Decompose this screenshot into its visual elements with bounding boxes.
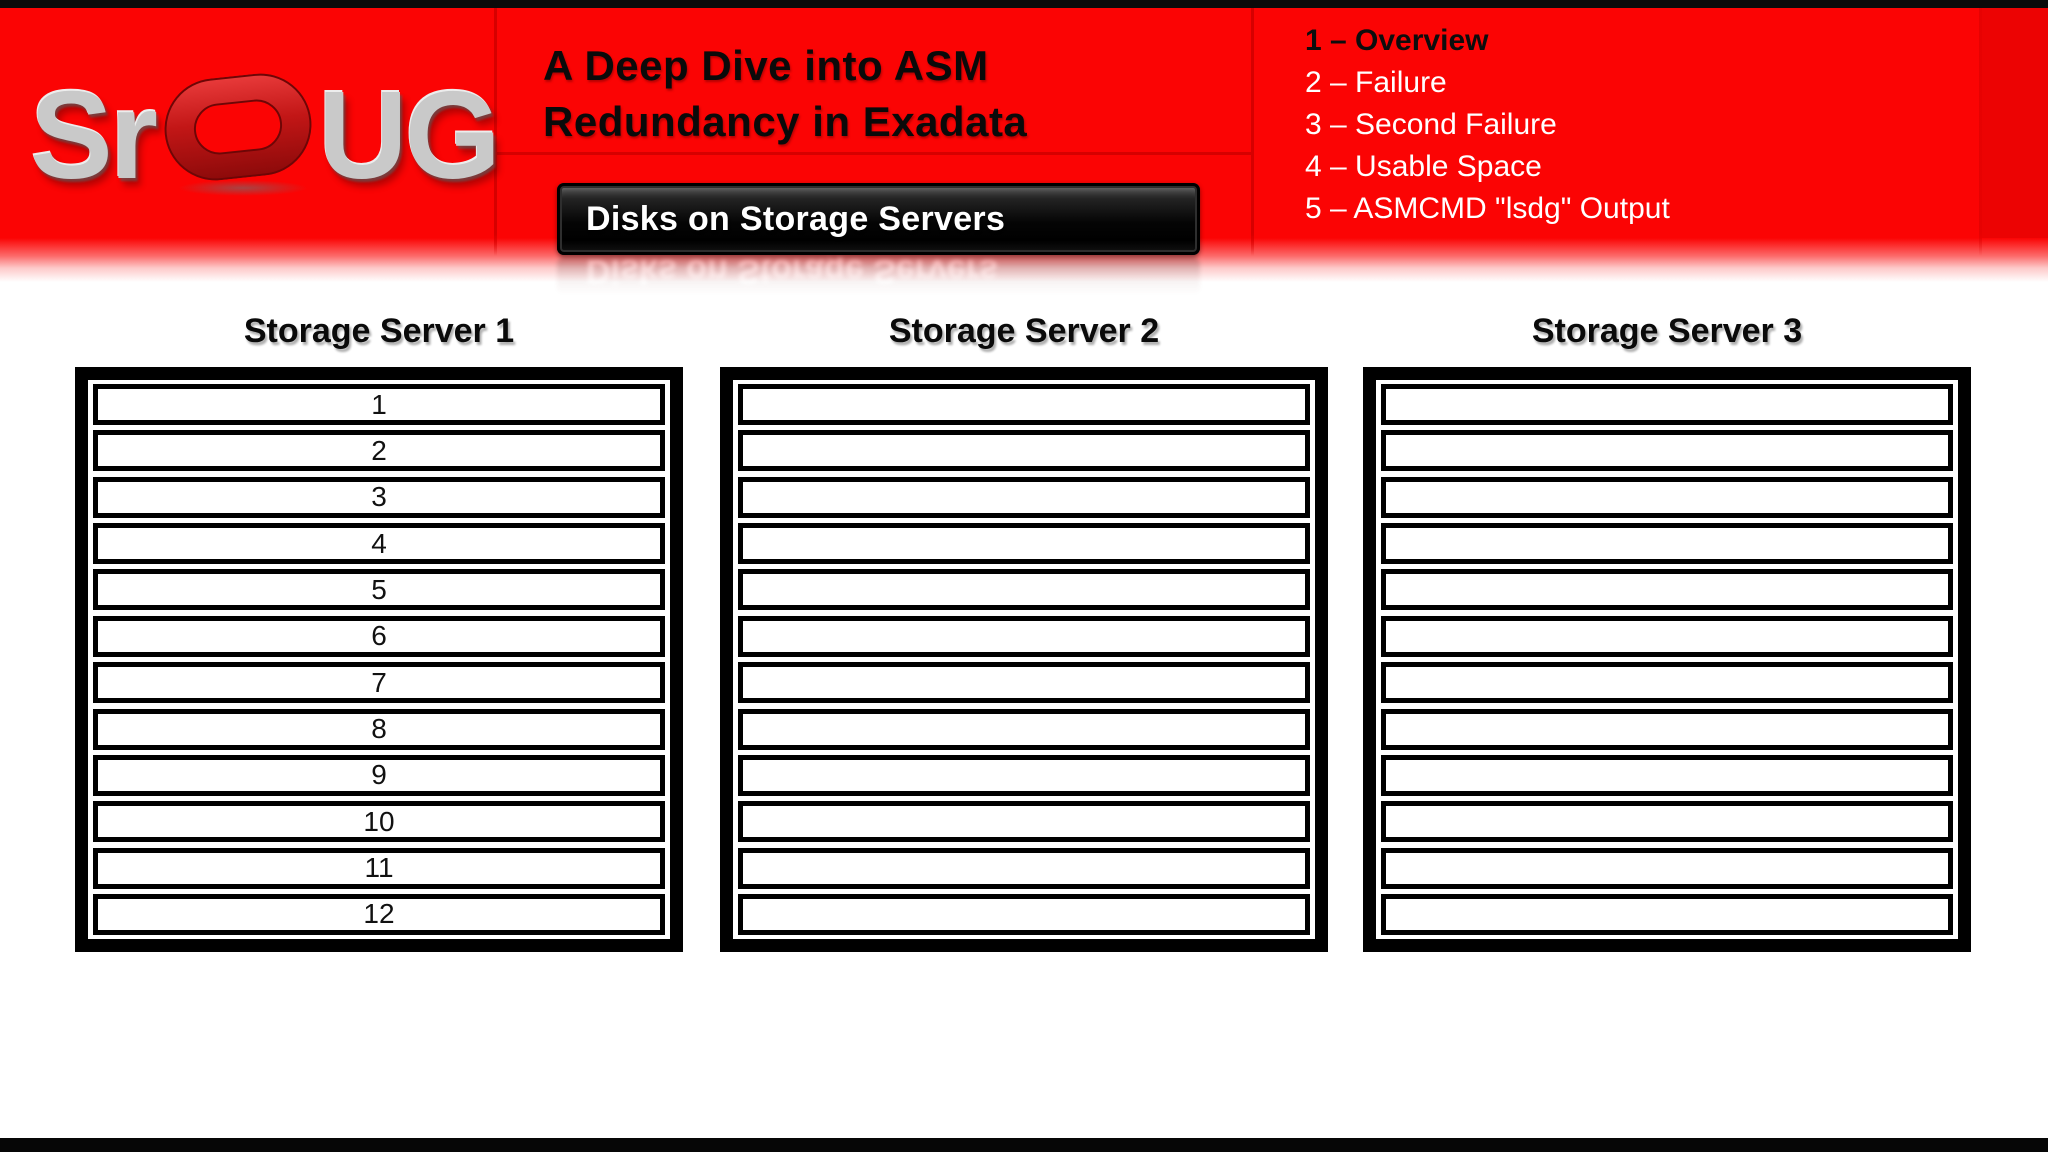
bottom-border-bar: [0, 1138, 2048, 1152]
disk-slot: [738, 708, 1310, 750]
menu-item-second-failure[interactable]: 3 – Second Failure: [1305, 108, 1557, 141]
menu-item-usable-space[interactable]: 4 – Usable Space: [1305, 150, 1542, 183]
disk-slot: [738, 662, 1310, 704]
disk-slot: 6: [93, 615, 665, 657]
disk-slot: [1381, 893, 1953, 935]
slide-heading: Disks on Storage Servers: [557, 183, 1200, 255]
banner-divider-left: [494, 8, 497, 260]
banner-divider-right: [1251, 8, 1254, 260]
disk-slot: 3: [93, 476, 665, 518]
sroug-logo: Sr UG: [30, 60, 501, 205]
disk-slot: [738, 523, 1310, 565]
disk-slot: [738, 893, 1310, 935]
header-banner: Sr UG A Deep Dive into ASM Redundancy in…: [0, 8, 2048, 295]
disk-slot: 7: [93, 662, 665, 704]
disk-slot: [738, 476, 1310, 518]
disk-slot: [1381, 569, 1953, 611]
disk-slot: [738, 847, 1310, 889]
storage-server-2-title: Storage Server 2: [888, 312, 1160, 350]
disk-slot: 11: [93, 847, 665, 889]
disk-slot: 8: [93, 708, 665, 750]
disk-slot: [738, 754, 1310, 796]
storage-server-2-table: [720, 367, 1328, 952]
disk-slot: 2: [93, 430, 665, 472]
disk-slot: 1: [93, 384, 665, 425]
storage-server-1-table: 1 2 3 4 5 6 7 8 9 10 11 12: [75, 367, 683, 952]
disk-slot: 5: [93, 569, 665, 611]
logo-text-ug: UG: [318, 67, 501, 205]
disk-slot: [738, 384, 1310, 425]
oracle-ring-icon: [164, 73, 312, 181]
disk-slot: [1381, 523, 1953, 565]
disk-slot: [738, 569, 1310, 611]
disk-slot: [738, 430, 1310, 472]
banner-divider-edge: [1979, 8, 1982, 260]
banner-edge-shade: [1982, 8, 2048, 238]
presentation-title: A Deep Dive into ASM Redundancy in Exada…: [543, 38, 1027, 150]
disk-slot: [1381, 708, 1953, 750]
agenda-menu: 1 – Overview 2 – Failure 3 – Second Fail…: [1305, 20, 1670, 230]
menu-item-failure[interactable]: 2 – Failure: [1305, 66, 1447, 99]
disk-slot: [1381, 430, 1953, 472]
disk-slot: [1381, 615, 1953, 657]
disk-slot: [1381, 476, 1953, 518]
disk-slot: [1381, 847, 1953, 889]
logo-shadow: [178, 180, 308, 196]
disk-slot: [1381, 384, 1953, 425]
presentation-title-line2: Redundancy in Exadata: [543, 98, 1028, 145]
banner-divider-horizontal: [494, 152, 1253, 155]
disk-slot: [738, 615, 1310, 657]
presentation-title-line1: A Deep Dive into ASM: [543, 42, 989, 89]
disk-slot: [1381, 801, 1953, 843]
top-border-bar: [0, 0, 2048, 8]
storage-server-3-title: Storage Server 3: [1531, 312, 1803, 350]
menu-item-overview[interactable]: 1 – Overview: [1305, 24, 1489, 57]
disk-slot: [1381, 662, 1953, 704]
storage-server-3-table: [1363, 367, 1971, 952]
slide-heading-reflection: Disks on Storage Servers: [557, 257, 1200, 295]
disk-slot: 10: [93, 801, 665, 843]
logo-text-sr: Sr: [30, 67, 158, 205]
storage-server-1-title: Storage Server 1: [243, 312, 515, 350]
disk-slot: [738, 801, 1310, 843]
disk-slot: [1381, 754, 1953, 796]
disk-slot: 12: [93, 893, 665, 935]
menu-item-asmcmd-lsdg-output[interactable]: 5 – ASMCMD "lsdg" Output: [1305, 192, 1670, 225]
disk-slot: 9: [93, 754, 665, 796]
disk-slot: 4: [93, 523, 665, 565]
